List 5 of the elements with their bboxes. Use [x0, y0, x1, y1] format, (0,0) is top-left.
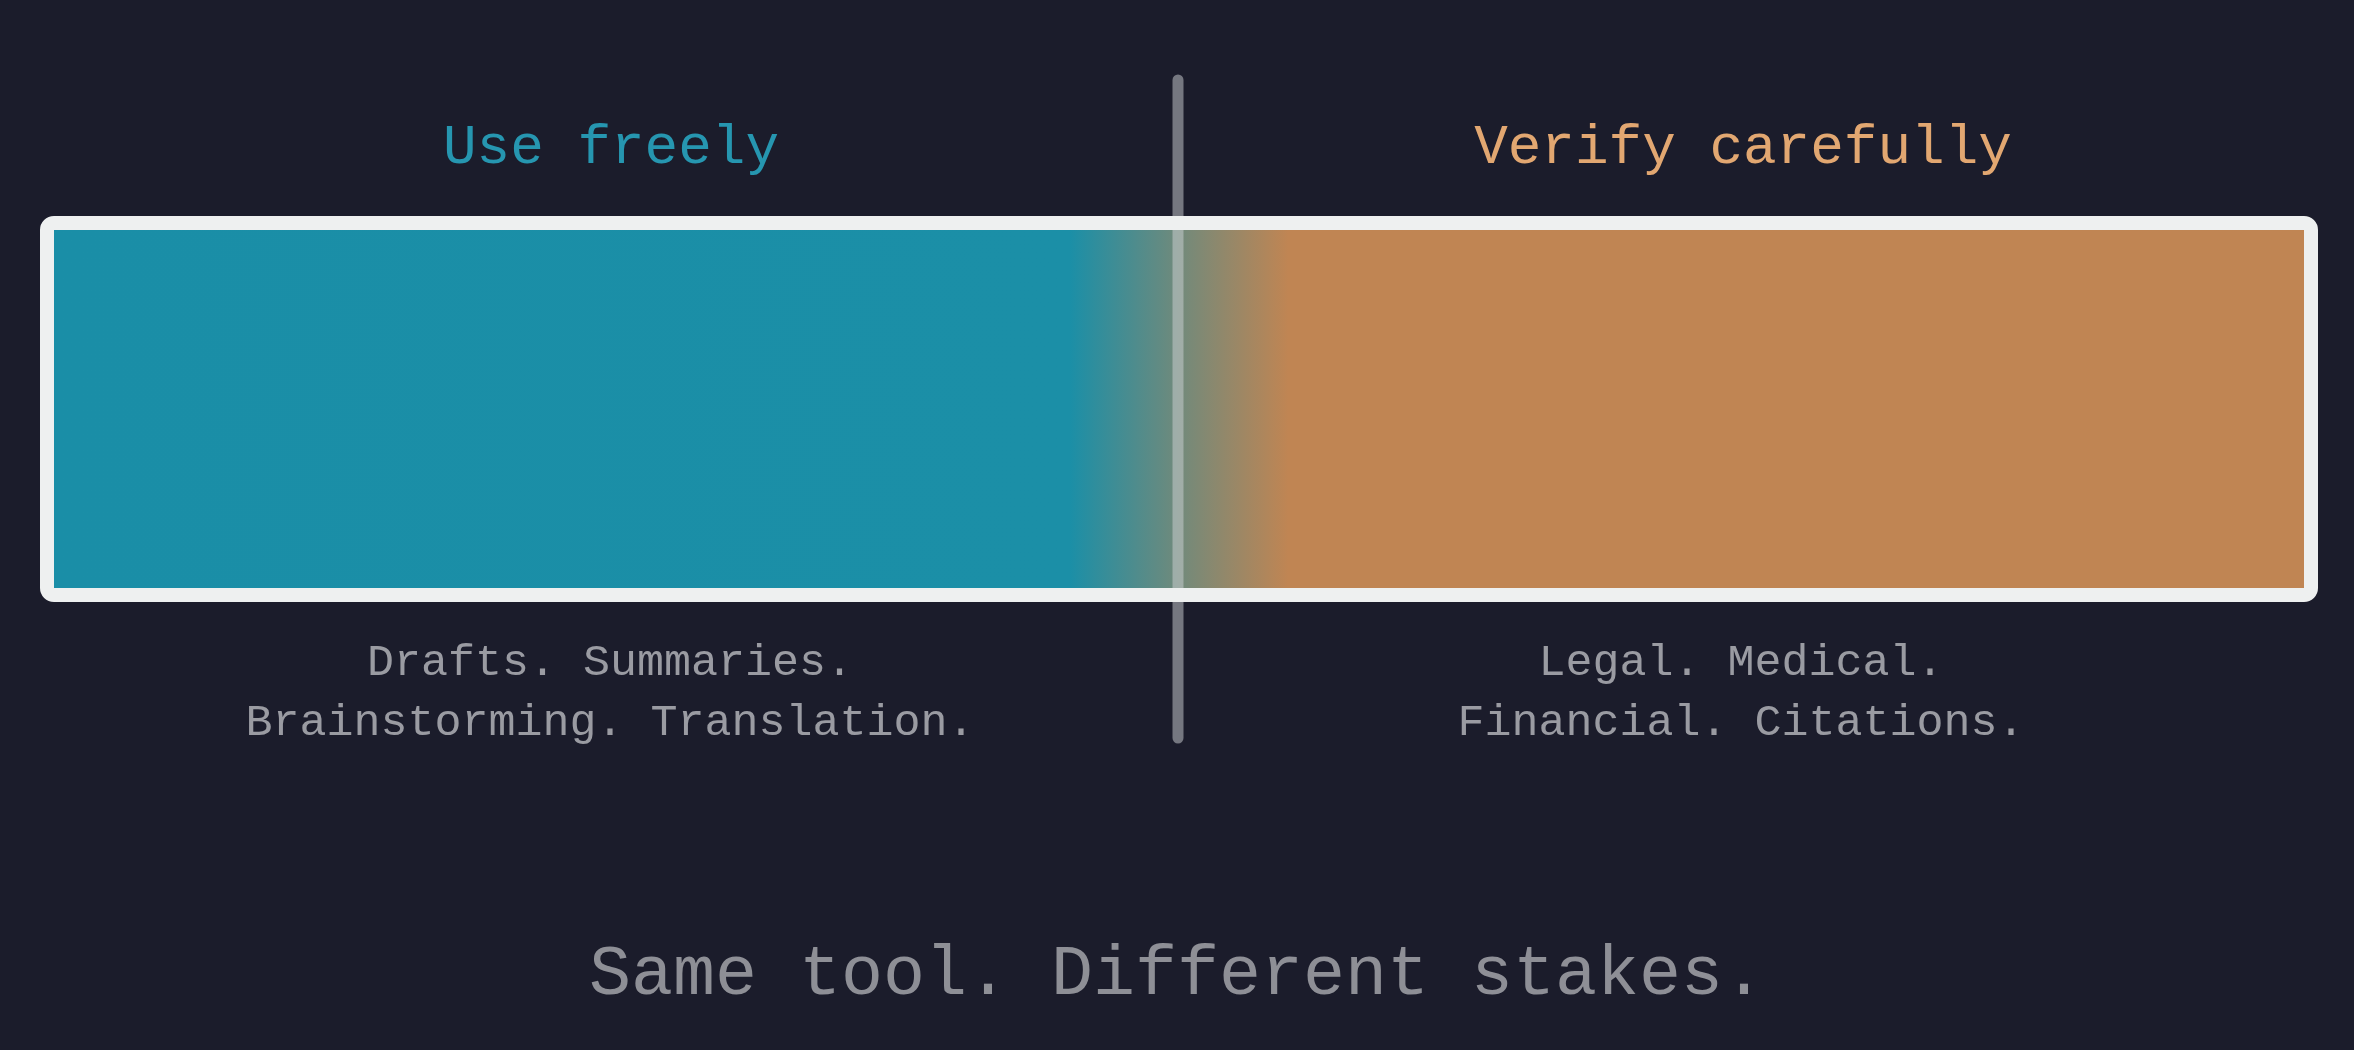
- description-text: Drafts. Summaries. Brainstorming. Translation.: [244, 637, 976, 751]
- section-heading: Verify carefully: [1473, 115, 2013, 182]
- caption: Same tool. Different stakes.: [587, 935, 1767, 1017]
- section-heading: Use freely: [441, 115, 781, 182]
- description-text: Legal. Medical. Financial. Citations.: [1456, 637, 2026, 751]
